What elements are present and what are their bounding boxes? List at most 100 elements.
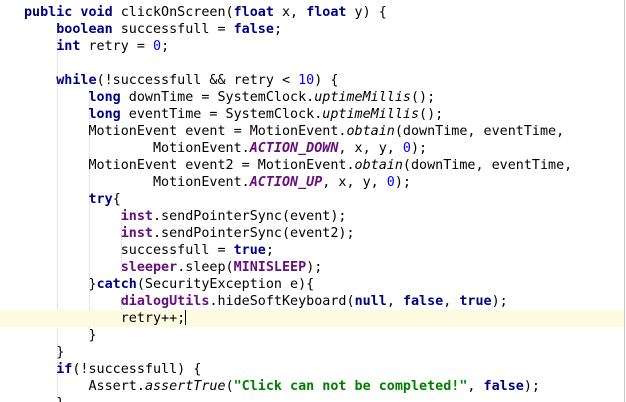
code-token: MotionEvent. <box>24 175 250 190</box>
code-token: if <box>56 362 73 377</box>
code-token: inst <box>120 226 153 241</box>
code-token: try <box>88 192 113 207</box>
code-token: true <box>233 243 266 258</box>
code-line[interactable]: sleeper.sleep(MINISLEEP); <box>0 259 624 276</box>
code-line[interactable]: long downTime = SystemClock.uptimeMillis… <box>0 89 624 106</box>
code-token: retry++; <box>24 311 186 326</box>
code-token: uptimeMillis <box>322 107 420 122</box>
code-line[interactable]: boolean successfull = false; <box>0 21 624 38</box>
code-line[interactable] <box>0 55 624 72</box>
code-line[interactable]: MotionEvent.ACTION_DOWN, x, y, 0); <box>0 140 624 157</box>
code-token <box>24 226 121 241</box>
code-token: successfull = <box>112 22 234 37</box>
code-token: .hideSoftKeyboard( <box>209 294 355 309</box>
code-token: sleeper <box>120 260 178 275</box>
code-line[interactable]: dialogUtils.hideSoftKeyboard(null, false… <box>0 293 624 310</box>
code-token: Assert. <box>24 379 145 394</box>
code-token: { <box>112 192 121 207</box>
code-token: (SecurityException e){ <box>136 277 315 292</box>
code-line[interactable]: }catch(SecurityException e){ <box>0 276 624 293</box>
code-token: null <box>354 294 387 309</box>
code-token: ); <box>394 175 411 190</box>
code-token: } <box>24 396 64 402</box>
code-token: int <box>56 39 81 54</box>
code-line[interactable]: long eventTime = SystemClock.uptimeMilli… <box>0 106 624 123</box>
code-token: , <box>386 294 403 309</box>
code-line[interactable]: inst.sendPointerSync(event2); <box>0 225 624 242</box>
code-token: false <box>483 379 524 394</box>
code-token: downTime = SystemClock. <box>120 90 315 105</box>
code-token: } <box>24 277 97 292</box>
code-token: catch <box>96 277 137 292</box>
code-token: MotionEvent event = MotionEvent. <box>24 124 347 139</box>
code-token: ); <box>306 260 323 275</box>
code-token: public void <box>24 5 113 20</box>
code-token: ACTION_DOWN <box>249 141 339 156</box>
code-line[interactable]: MotionEvent.ACTION_UP, x, y, 0); <box>0 174 624 191</box>
code-token: boolean <box>56 22 113 37</box>
code-line[interactable]: MotionEvent event2 = MotionEvent.obtain(… <box>0 157 624 174</box>
code-token <box>24 260 121 275</box>
code-token: x, <box>273 5 307 20</box>
code-token: MINISLEEP <box>233 260 307 275</box>
code-line[interactable]: } <box>0 327 624 344</box>
code-token: float <box>306 5 347 20</box>
text-caret <box>185 310 187 325</box>
code-line[interactable]: inst.sendPointerSync(event); <box>0 208 624 225</box>
code-token: clickOnScreen( <box>112 5 234 20</box>
code-lines: public void clickOnScreen(float x, float… <box>0 4 624 402</box>
code-line[interactable]: successfull = true; <box>0 242 624 259</box>
code-token: .sleep( <box>177 260 234 275</box>
current-code-line[interactable]: retry++; <box>0 310 624 327</box>
code-token: (!successfull && retry < <box>96 73 299 88</box>
code-line[interactable]: MotionEvent event = MotionEvent.obtain(d… <box>0 123 624 140</box>
code-token: , <box>467 379 484 394</box>
code-token: ); <box>491 294 508 309</box>
code-token: } <box>24 328 97 343</box>
code-token <box>24 192 89 207</box>
code-token: 0 <box>153 39 162 54</box>
code-token: ; <box>161 39 170 54</box>
code-line[interactable]: if(!successfull) { <box>0 361 624 378</box>
code-token: ) { <box>314 73 339 88</box>
code-token: ; <box>265 243 274 258</box>
code-token: dialogUtils <box>120 294 210 309</box>
code-token: , x, y, <box>322 175 387 190</box>
code-token: while <box>56 73 97 88</box>
code-token: y) { <box>346 5 387 20</box>
code-token: ); <box>523 379 540 394</box>
code-token <box>24 73 56 88</box>
code-token: successfull = <box>24 243 234 258</box>
code-line[interactable]: try{ <box>0 191 624 208</box>
code-token <box>24 294 121 309</box>
code-token: obtain <box>346 124 395 139</box>
code-token: ACTION_UP <box>249 175 323 190</box>
code-token: ( <box>225 379 234 394</box>
code-line[interactable]: int retry = 0; <box>0 38 624 55</box>
code-line[interactable]: public void clickOnScreen(float x, float… <box>0 4 624 21</box>
code-token: (!successfull) { <box>72 362 202 377</box>
code-line[interactable]: } <box>0 395 624 402</box>
code-token: false <box>402 294 444 309</box>
code-line[interactable]: } <box>0 344 624 361</box>
code-token: retry = <box>80 39 153 54</box>
code-token <box>24 22 56 37</box>
code-line[interactable]: while(!successfull && retry < 10) { <box>0 72 624 89</box>
code-token: long <box>88 107 121 122</box>
code-token: 0 <box>386 175 395 190</box>
code-token: obtain <box>354 158 403 173</box>
code-token: assertTrue <box>144 379 226 394</box>
code-token: MotionEvent. <box>24 141 250 156</box>
code-token: .sendPointerSync(event); <box>153 209 347 224</box>
code-token: uptimeMillis <box>314 90 411 105</box>
code-token <box>24 90 89 105</box>
code-token: true <box>459 294 492 309</box>
code-token: ); <box>410 141 428 156</box>
code-token: eventTime = SystemClock. <box>120 107 323 122</box>
code-token: ; <box>273 22 282 37</box>
code-line[interactable]: Assert.assertTrue("Click can not be comp… <box>0 378 624 395</box>
code-token: , <box>443 294 460 309</box>
code-token: (); <box>419 107 444 122</box>
code-token <box>24 209 121 224</box>
